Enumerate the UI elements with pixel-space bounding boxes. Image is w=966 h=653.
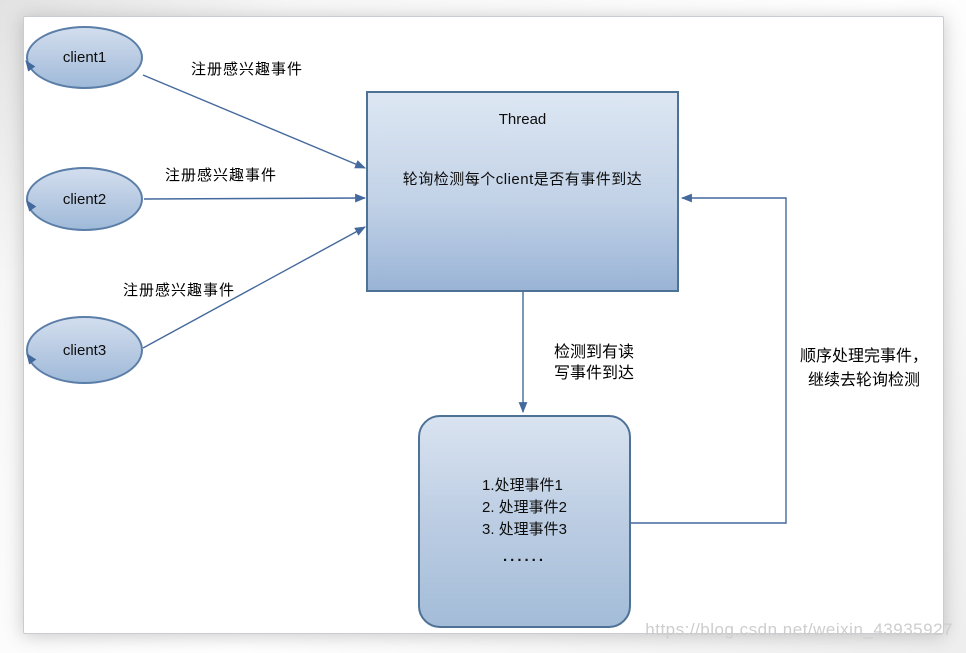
loop-back-label-line1: 顺序处理完事件， <box>799 348 928 365</box>
client3-node: client3 <box>26 316 143 384</box>
detect-events-label-line2: 写事件到达 <box>553 365 634 382</box>
client2-label: client2 <box>62 190 107 208</box>
detect-events-label: 检测到有读 写事件到达 <box>536 342 652 384</box>
client3-label: client3 <box>62 341 107 359</box>
loop-back-label: 顺序处理完事件， 继续去轮询检测 <box>782 345 946 393</box>
edge-client1-to-thread-arrow <box>142 74 367 169</box>
client1-label: client1 <box>62 49 107 66</box>
thread-box: Thread 轮询检测每个client是否有事件到达 <box>366 91 679 292</box>
register-events-label-2: 注册感兴趣事件 <box>164 167 277 184</box>
thread-title: Thread <box>498 111 547 128</box>
detect-events-label-line1: 检测到有读 <box>553 344 634 361</box>
handler-steps: 1.处理事件1 2. 处理事件2 3. 处理事件3 ...... <box>482 475 567 568</box>
client1-node: client1 <box>26 26 143 89</box>
handler-step-1: 1.处理事件1 <box>481 477 563 494</box>
edge-client2-to-thread-arrow <box>143 193 367 203</box>
register-events-label-3: 注册感兴趣事件 <box>122 282 235 299</box>
event-handler-box: 1.处理事件1 2. 处理事件2 3. 处理事件3 ...... <box>418 415 631 628</box>
diagram-canvas: client1 client2 client3 Thread 轮询检测每个cli… <box>23 16 944 634</box>
handler-step-2: 2. 处理事件2 <box>481 499 568 516</box>
handler-step-3: 3. 处理事件3 <box>481 521 568 538</box>
client2-node: client2 <box>26 167 143 231</box>
loop-back-label-line2: 继续去轮询检测 <box>807 372 920 389</box>
watermark-url: https://blog.csdn.net/weixin_43935927 <box>645 620 953 639</box>
register-events-label-1: 注册感兴趣事件 <box>190 61 303 78</box>
handler-step-more: ...... <box>502 548 546 565</box>
thread-body: 轮询检测每个client是否有事件到达 <box>402 171 643 188</box>
